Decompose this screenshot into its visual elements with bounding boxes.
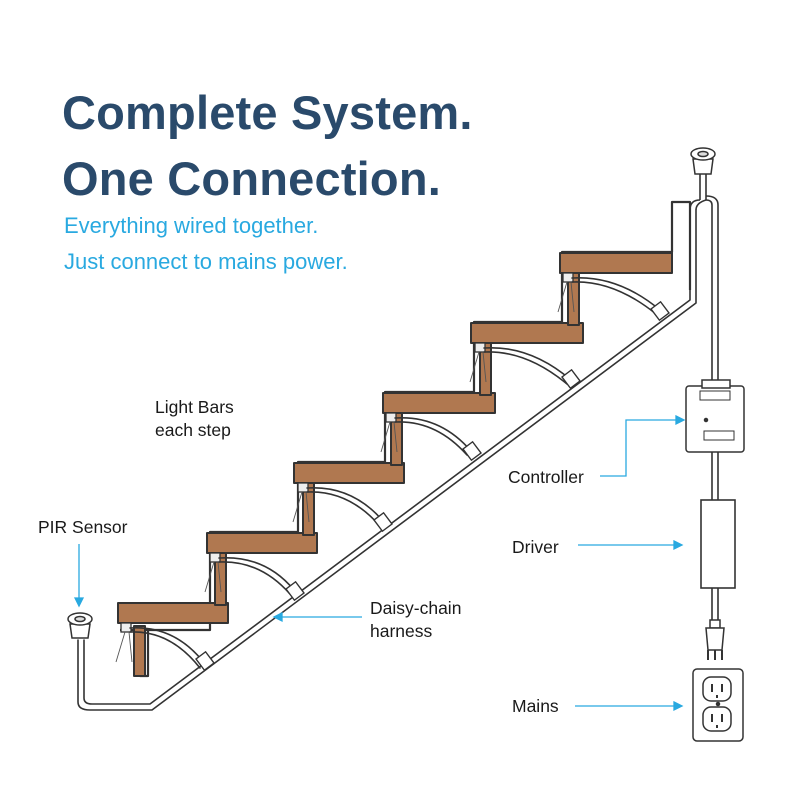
daisy-chain-label-line-1: Daisy-chain bbox=[370, 598, 462, 618]
staircase bbox=[117, 200, 692, 678]
controller-arrowhead-icon bbox=[675, 414, 686, 426]
pir-sensor-label: PIR Sensor bbox=[38, 517, 128, 537]
controller-box-icon bbox=[685, 379, 745, 453]
driver-label: Driver bbox=[512, 537, 559, 557]
light-beams bbox=[115, 281, 575, 663]
label-arrows bbox=[73, 414, 686, 712]
connector-icon bbox=[285, 580, 305, 602]
connector-icon bbox=[650, 300, 670, 322]
connector-icon bbox=[561, 368, 581, 390]
driver-arrowhead-icon bbox=[673, 539, 684, 551]
driver-box-icon bbox=[700, 499, 736, 589]
connector-icon bbox=[373, 511, 393, 533]
light-bars bbox=[120, 272, 574, 633]
tread-1 bbox=[117, 602, 229, 624]
headline-line-1: Complete System. bbox=[62, 86, 473, 139]
mains-label: Mains bbox=[512, 696, 559, 716]
controller-label: Controller bbox=[508, 467, 584, 487]
daisy-chain-label-line-2: harness bbox=[370, 621, 433, 641]
subheadline-line-2: Just connect to mains power. bbox=[64, 249, 348, 274]
tread-6 bbox=[559, 252, 673, 274]
subheadline-line-1: Everything wired together. bbox=[64, 213, 319, 238]
pir-sensor-bottom-icon bbox=[67, 612, 93, 639]
pir-arrowhead-icon bbox=[73, 597, 85, 608]
tread-2 bbox=[206, 532, 318, 554]
controller-arrow bbox=[600, 419, 678, 477]
post-bottom bbox=[133, 625, 146, 677]
plug-icon bbox=[705, 619, 725, 660]
tread-5 bbox=[470, 322, 584, 344]
daisy-chain-harness bbox=[77, 209, 697, 711]
light-bars-label-line-1: Light Bars bbox=[155, 397, 234, 417]
pir-sensor-top-icon bbox=[690, 147, 716, 175]
harness-arrowhead-icon bbox=[272, 611, 283, 623]
mains-outlet-icon bbox=[692, 668, 744, 742]
tread-3 bbox=[293, 462, 405, 484]
connector-icon bbox=[195, 650, 215, 672]
connector-icon bbox=[462, 440, 482, 462]
light-bars-label-line-2: each step bbox=[155, 420, 231, 440]
tread-4 bbox=[382, 392, 496, 414]
harness-connectors bbox=[195, 300, 670, 672]
mains-arrowhead-icon bbox=[673, 700, 684, 712]
headline-line-2: One Connection. bbox=[62, 152, 441, 205]
